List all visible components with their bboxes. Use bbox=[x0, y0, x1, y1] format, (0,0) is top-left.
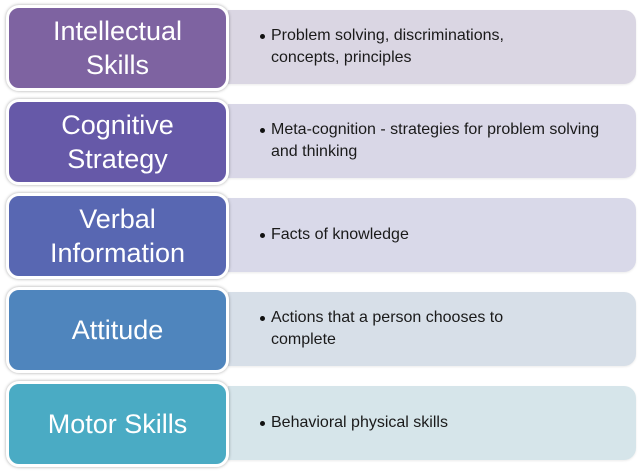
description-panel: Meta-cognition - strategies for problem … bbox=[228, 104, 636, 178]
category-box: Intellectual Skills bbox=[6, 5, 229, 91]
description-panel: Actions that a person chooses to complet… bbox=[228, 292, 636, 366]
row-attitude: Actions that a person chooses to complet… bbox=[0, 287, 640, 375]
description-text: Facts of knowledge bbox=[271, 226, 409, 243]
bullet-icon bbox=[260, 128, 265, 133]
category-label-line: Information bbox=[49, 238, 186, 268]
description-panel: Facts of knowledge bbox=[228, 198, 636, 272]
bullet-icon bbox=[260, 421, 265, 426]
category-box: Attitude bbox=[6, 287, 229, 373]
description-text: Actions that a person chooses to complet… bbox=[271, 309, 504, 348]
description-panel: Problem solving, discriminations, concep… bbox=[228, 10, 636, 84]
category-label-line: Strategy bbox=[67, 144, 168, 174]
row-intellectual-skills: Problem solving, discriminations, concep… bbox=[0, 5, 640, 93]
description-text: Meta-cognition - strategies for problem … bbox=[271, 121, 600, 160]
category-label-line: Cognitive bbox=[61, 110, 174, 140]
description-panel: Behavioral physical skills bbox=[228, 386, 636, 460]
description-text: Problem solving, discriminations, concep… bbox=[271, 27, 504, 66]
category-label-line: Skills bbox=[85, 50, 149, 80]
row-verbal-information: Facts of knowledge Verbal Information bbox=[0, 193, 640, 281]
category-label-line: Motor Skills bbox=[47, 409, 188, 439]
category-box: Verbal Information bbox=[6, 193, 229, 279]
row-cognitive-strategy: Meta-cognition - strategies for problem … bbox=[0, 99, 640, 187]
category-label-line: Verbal bbox=[79, 204, 156, 234]
category-box: Cognitive Strategy bbox=[6, 99, 229, 185]
bullet-icon bbox=[260, 316, 265, 321]
category-box: Motor Skills bbox=[6, 381, 229, 467]
description-text: Behavioral physical skills bbox=[271, 414, 448, 431]
bullet-icon bbox=[260, 34, 265, 39]
row-motor-skills: Behavioral physical skills Motor Skills bbox=[0, 381, 640, 469]
category-label-line: Intellectual bbox=[52, 16, 183, 46]
bullet-icon bbox=[260, 233, 265, 238]
category-label-line: Attitude bbox=[71, 315, 164, 345]
